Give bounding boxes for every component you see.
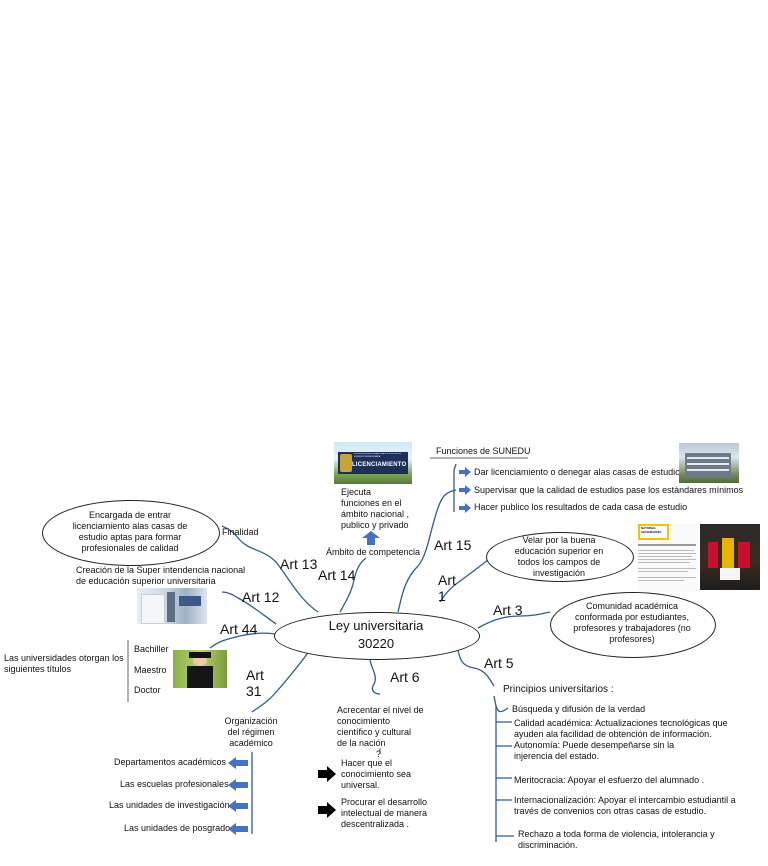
- art6-item: Hacer que el conocimiento sea universal.: [341, 758, 412, 790]
- art6-item: Procurar el desarrollo intelectual de ma…: [341, 797, 428, 829]
- sunedu-office-photo: [137, 588, 207, 624]
- art31-heading: Organización del régimen académico: [224, 716, 278, 748]
- art5-tree: [493, 695, 514, 842]
- national-geographic-badge: NATIONAL GEOGRAPHIC: [638, 524, 669, 540]
- sign-word: LICENCIAMIENTO: [352, 462, 407, 468]
- graduation-group-photo: [700, 524, 760, 590]
- arrow-right-icon: [459, 467, 471, 477]
- principle-item: Rechazo a toda forma de violencia, intol…: [518, 829, 715, 850]
- up-arrow-icon: [362, 531, 380, 545]
- branch-art15: [397, 489, 457, 613]
- branch-art1: [439, 559, 489, 603]
- branch-art12: [221, 591, 277, 625]
- arrow-right-icon: [459, 485, 471, 495]
- sunedu-heading: Funciones de SUNEDU: [436, 446, 531, 456]
- title-item: Doctor: [134, 685, 161, 695]
- art44-intro: Las universidades otorgan los siguientes…: [4, 653, 124, 674]
- art1-ellipse-text: Velar por la buena educación superior en…: [514, 535, 604, 578]
- label-art6: Art 6: [390, 669, 420, 685]
- arrow-right-icon: [318, 766, 336, 782]
- sunedu-item: Supervisar que la calidad de estudios pa…: [474, 485, 744, 495]
- branch-art44: [209, 632, 277, 649]
- art31-item: Departamentos académicos: [114, 757, 227, 767]
- label-art44: Art 44: [220, 621, 258, 637]
- sunedu-bracket: [453, 463, 457, 512]
- art3-ellipse-text: Comunidad académica conformada por estud…: [573, 601, 691, 644]
- principle-item: Calidad académica: Actualizaciones tecno…: [514, 718, 728, 739]
- art1-ellipse: [486, 532, 634, 582]
- label-art31: Art 31: [246, 667, 264, 699]
- principle-item: Búsqueda y difusión de la verdad: [512, 704, 646, 714]
- sunedu-item: Hacer publico los resultados de cada cas…: [474, 502, 688, 512]
- central-topic: [274, 612, 480, 660]
- arrow-left-icon: [228, 823, 248, 835]
- article-page-image: NATIONAL GEOGRAPHIC: [638, 524, 698, 592]
- title-item: Bachiller: [134, 644, 169, 654]
- art31-item: Las unidades de posgrado: [124, 823, 231, 833]
- label-art12: Art 12: [242, 589, 280, 605]
- central-title: Ley universitaria: [328, 618, 424, 633]
- label-art5: Art 5: [484, 655, 514, 671]
- art13-ellipse: [42, 500, 220, 566]
- arrow-right-icon: [318, 802, 336, 818]
- label-art15: Art 15: [434, 537, 472, 553]
- label-art13: Art 13: [280, 556, 318, 572]
- art31-item: Las escuelas profesionales: [120, 779, 229, 789]
- art6-heading: Acrecentar el nivel de conocimiento cien…: [337, 705, 424, 748]
- art3-ellipse: [550, 592, 716, 658]
- sunedu-building-photo: [679, 443, 739, 483]
- branch-art14: [339, 557, 367, 613]
- principle-item: Internacionalización: Apoyar el intercam…: [514, 795, 736, 816]
- branch-art3: [477, 611, 551, 629]
- label-art3: Art 3: [493, 602, 523, 618]
- art14-function-text: Ejecuta funciones en el ámbito nacional …: [341, 487, 410, 530]
- arrow-right-icon: [459, 503, 471, 513]
- central-number: 30220: [357, 636, 395, 651]
- art12-text: Creación de la Super intendencia naciona…: [76, 565, 246, 586]
- art13-label: Finalidad: [222, 527, 259, 537]
- arrow-left-icon: [228, 779, 248, 791]
- principle-item: Autonomía: Puede desempeñarse sin la inj…: [514, 740, 675, 761]
- art14-label: Ámbito de competencia: [326, 547, 421, 557]
- branch-art6: [369, 659, 381, 695]
- art31-item: Las unidades de investigación: [109, 800, 230, 810]
- art5-heading: Principios universitarios :: [503, 684, 614, 695]
- licenciamiento-sign-image: SUPERINTENDENCIA NACIONAL DE EDUCACIÓN S…: [334, 442, 412, 484]
- branch-art13: [221, 525, 319, 613]
- label-art14: Art 14: [318, 567, 356, 583]
- art6-question-mark: ?: [376, 749, 382, 759]
- arrow-left-icon: [228, 800, 248, 812]
- art13-ellipse-text: Encargada de entrar licenciamiento alas …: [72, 510, 188, 553]
- principle-item: Meritocracia: Apoyar el esfuerzo del alu…: [514, 775, 705, 785]
- sign-top-text: SUPERINTENDENCIA NACIONAL DE EDUCACIÓN S…: [354, 453, 401, 458]
- arrow-left-icon: [228, 757, 248, 769]
- title-item: Maestro: [134, 665, 167, 675]
- branch-art5: [457, 649, 495, 687]
- sunedu-item: Dar licenciamiento o denegar alas casas …: [474, 467, 681, 477]
- branch-art31: [251, 649, 311, 713]
- graduate-photo: [173, 650, 227, 688]
- label-art1: Art 1: [438, 572, 456, 604]
